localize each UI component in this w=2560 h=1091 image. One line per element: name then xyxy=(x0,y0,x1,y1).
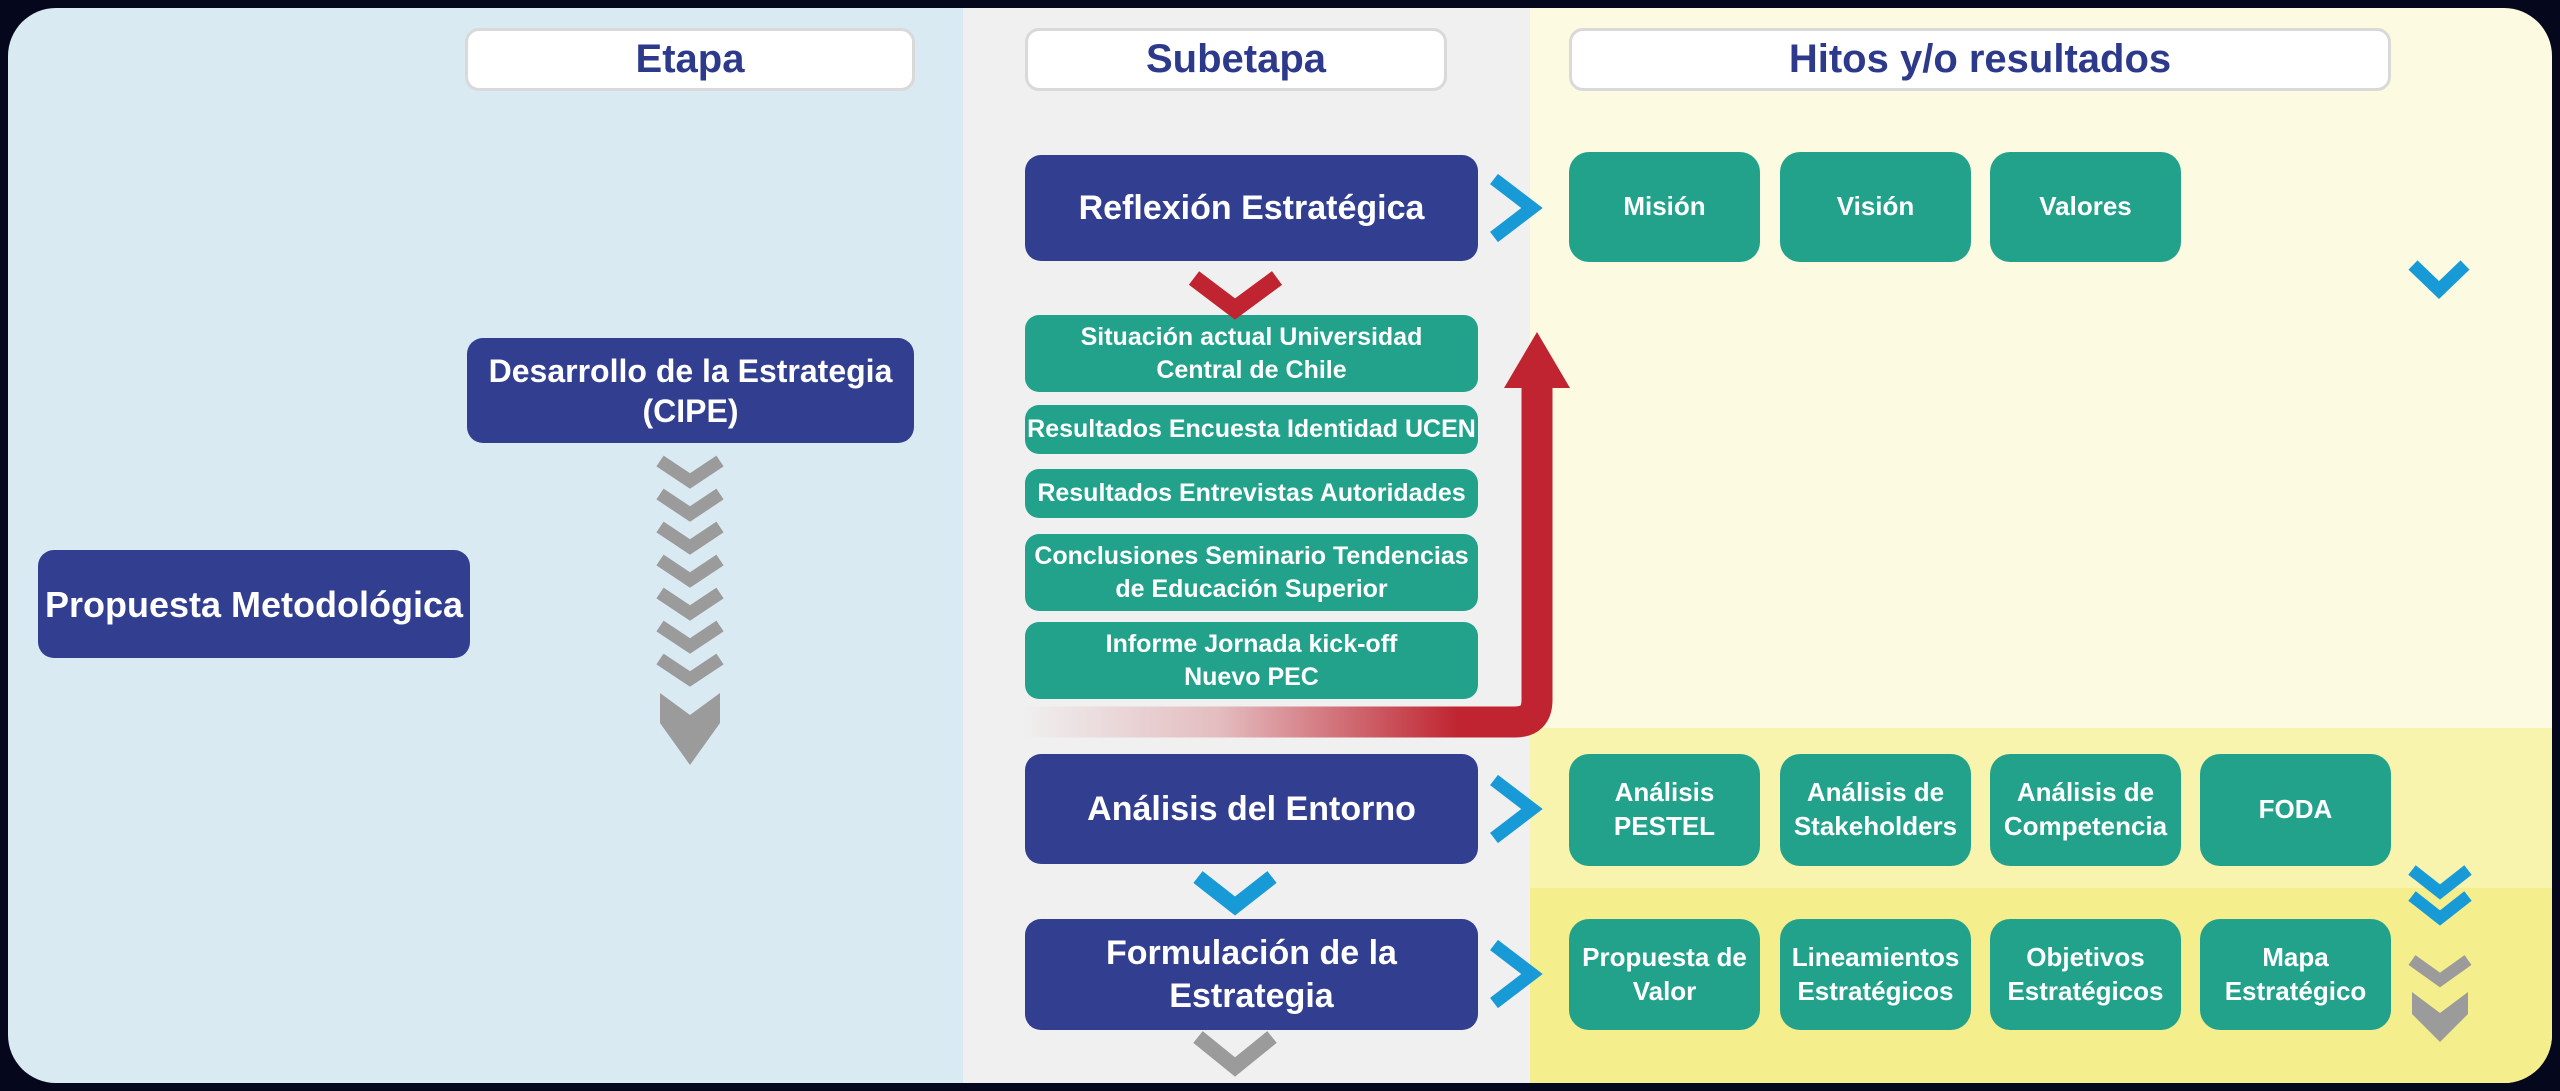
blue-right-chevron-icon xyxy=(1490,939,1543,1009)
result-box-analisis-stakeholders: Análisis de Stakeholders xyxy=(1780,754,1971,866)
substage-box-formulacion-estrategia: Formulación de la Estrategia xyxy=(1025,919,1478,1030)
input-box-jornada-kickoff: Informe Jornada kick-off Nuevo PEC xyxy=(1025,622,1478,699)
blue-double-down-chevron-icon xyxy=(2408,865,2472,926)
input-box-seminario-tendencias: Conclusiones Seminario Tendencias de Edu… xyxy=(1025,534,1478,611)
result-box-vision: Visión xyxy=(1780,152,1971,262)
result-box-mision: Misión xyxy=(1569,152,1760,262)
substage-box-reflexion-estrategica: Reflexión Estratégica xyxy=(1025,155,1478,261)
result-box-valores: Valores xyxy=(1990,152,2181,262)
column-header-hitos: Hitos y/o resultados xyxy=(1569,28,2391,91)
input-box-situacion-actual: Situación actual Universidad Central de … xyxy=(1025,315,1478,392)
column-header-subetapa: Subetapa xyxy=(1025,28,1447,91)
substage-box-analisis-del-entorno: Análisis del Entorno xyxy=(1025,754,1478,864)
stage-box-desarrollo-estrategia: Desarrollo de la Estrategia (CIPE) xyxy=(467,338,914,443)
etapa-panel-background xyxy=(8,8,963,1083)
result-box-mapa-estrategico: Mapa Estratégico xyxy=(2200,919,2391,1030)
result-box-foda: FODA xyxy=(2200,754,2391,866)
input-box-encuesta-identidad: Resultados Encuesta Identidad UCEN xyxy=(1025,405,1478,454)
blue-right-chevron-icon xyxy=(1490,173,1543,243)
result-box-objetivos-estrategicos: Objetivos Estratégicos xyxy=(1990,919,2181,1030)
gray-down-chevron-icon xyxy=(1193,1031,1277,1077)
result-box-propuesta-valor: Propuesta de Valor xyxy=(1569,919,1760,1030)
column-header-etapa: Etapa xyxy=(465,28,915,91)
result-box-analisis-competencia: Análisis de Competencia xyxy=(1990,754,2181,866)
gray-multi-chevron-arrow-icon xyxy=(656,455,724,765)
stage-box-propuesta-metodologica: Propuesta Metodológica xyxy=(38,550,470,658)
red-down-chevron-icon xyxy=(1188,271,1283,320)
blue-down-chevron-icon xyxy=(1193,871,1277,916)
result-box-lineamientos-estrategicos: Lineamientos Estratégicos xyxy=(1780,919,1971,1030)
blue-down-chevron-icon xyxy=(2408,260,2470,300)
blue-right-chevron-icon xyxy=(1490,774,1543,844)
gray-double-down-arrow-icon xyxy=(2408,955,2472,1042)
result-box-analisis-pestel: Análisis PESTEL xyxy=(1569,754,1760,866)
red-up-bent-arrow-icon xyxy=(980,332,1570,738)
input-box-entrevistas-autoridades: Resultados Entrevistas Autoridades xyxy=(1025,469,1478,518)
